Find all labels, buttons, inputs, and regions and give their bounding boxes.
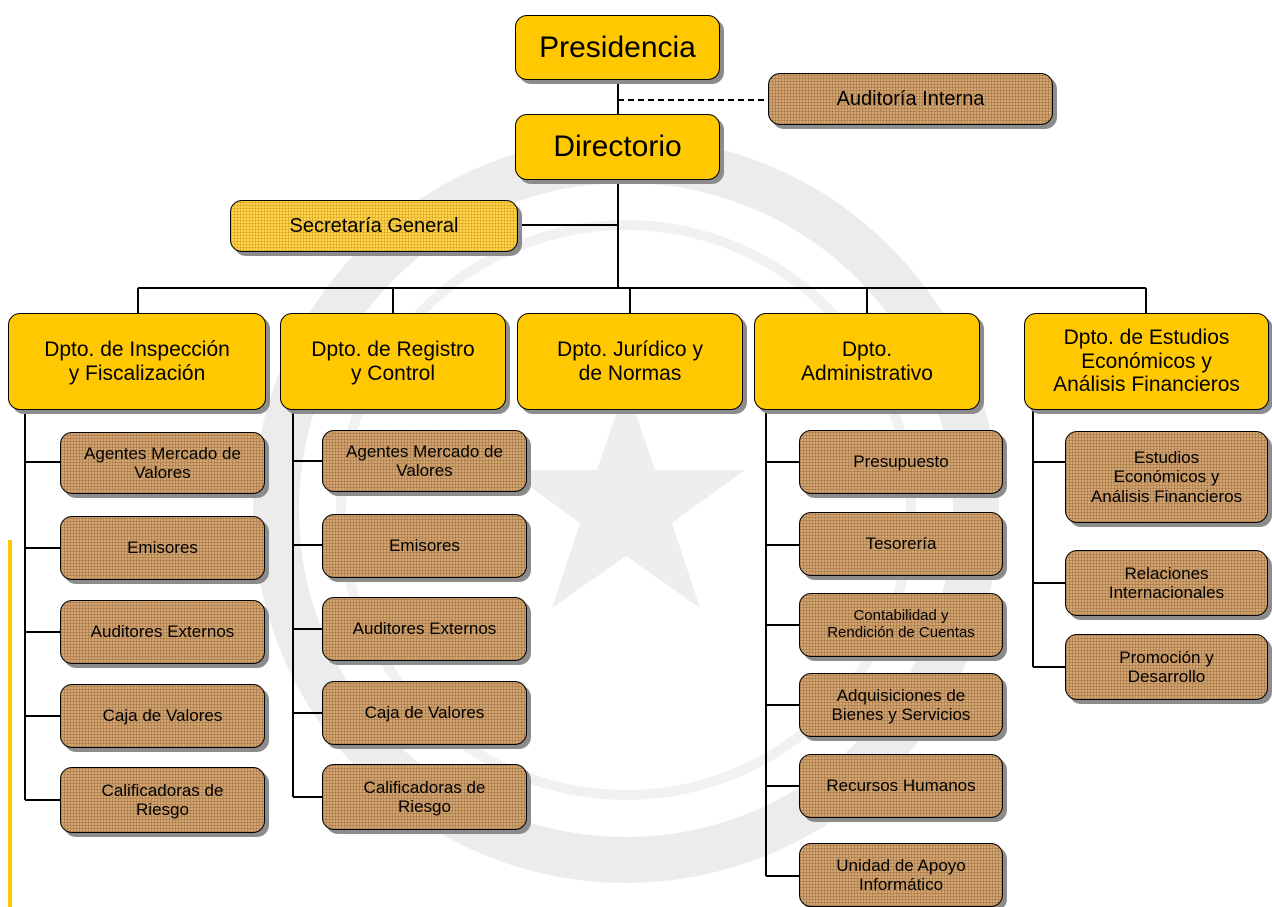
node-secretaria-general: Secretaría General [230, 200, 518, 252]
unit-registro-emisores: Emisores [322, 514, 527, 578]
unit-inspeccion-agentes: Agentes Mercado de Valores [60, 432, 265, 494]
unit-registro-caja: Caja de Valores [322, 681, 527, 745]
dept-registro-control: Dpto. de Registro y Control [280, 313, 506, 410]
unit-admin-rrhh: Recursos Humanos [799, 754, 1003, 818]
dept-estudios-economicos: Dpto. de Estudios Económicos y Análisis … [1024, 313, 1269, 410]
unit-inspeccion-emisores: Emisores [60, 516, 265, 580]
unit-inspeccion-caja: Caja de Valores [60, 684, 265, 748]
unit-estudios-promocion: Promoción y Desarrollo [1065, 634, 1268, 700]
unit-inspeccion-calificadoras: Calificadoras de Riesgo [60, 767, 265, 833]
node-auditoria-interna: Auditoría Interna [768, 73, 1053, 125]
dept-juridico-normas: Dpto. Jurídico y de Normas [517, 313, 743, 410]
dept-inspeccion-fiscalizacion: Dpto. de Inspección y Fiscalización [8, 313, 266, 410]
node-directorio: Directorio [515, 114, 720, 180]
unit-estudios-relaciones: Relaciones Internacionales [1065, 550, 1268, 616]
unit-inspeccion-auditores: Auditores Externos [60, 600, 265, 664]
unit-admin-adquisiciones: Adquisiciones de Bienes y Servicios [799, 673, 1003, 737]
unit-registro-auditores: Auditores Externos [322, 597, 527, 661]
left-accent-bar [8, 540, 12, 907]
unit-admin-tesoreria: Tesorería [799, 512, 1003, 576]
unit-registro-agentes: Agentes Mercado de Valores [322, 430, 527, 492]
node-presidencia: Presidencia [515, 15, 720, 80]
unit-registro-calificadoras: Calificadoras de Riesgo [322, 764, 527, 830]
unit-admin-contabilidad: Contabilidad y Rendición de Cuentas [799, 593, 1003, 657]
unit-admin-presupuesto: Presupuesto [799, 430, 1003, 494]
unit-admin-informatico: Unidad de Apoyo Informático [799, 843, 1003, 907]
dept-administrativo: Dpto. Administrativo [754, 313, 980, 410]
unit-estudios-estudios: Estudios Económicos y Análisis Financier… [1065, 431, 1268, 523]
